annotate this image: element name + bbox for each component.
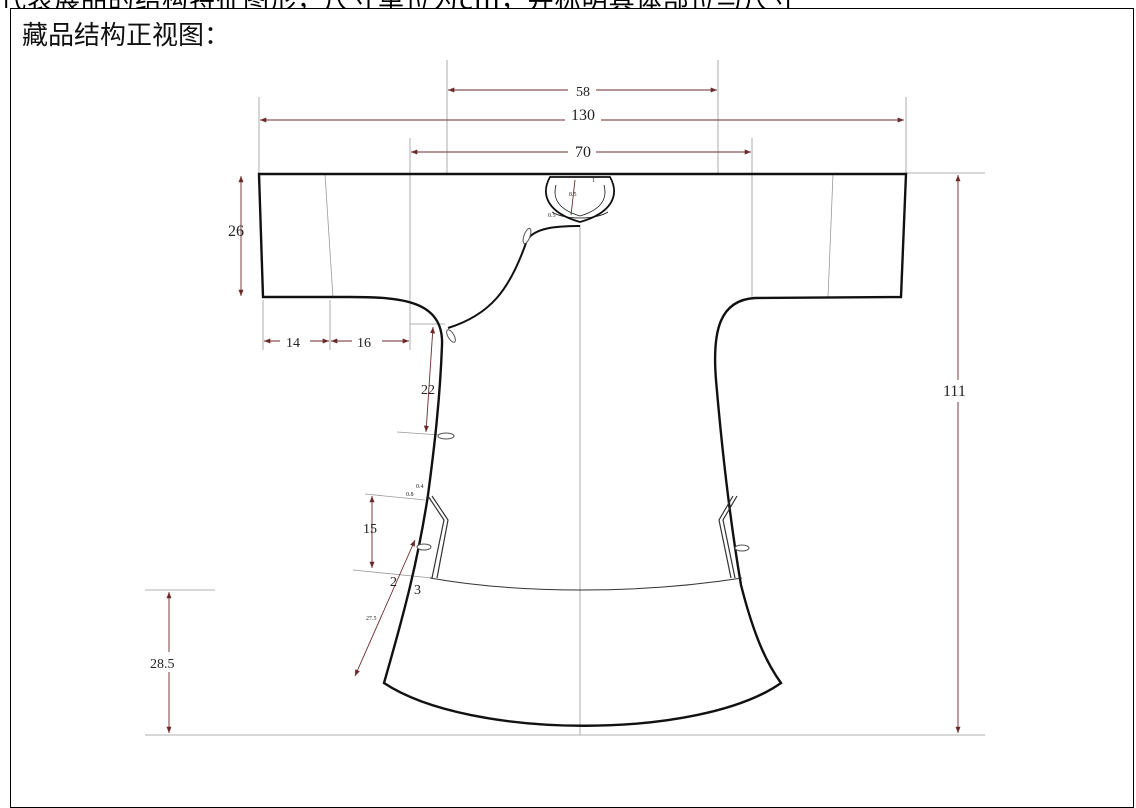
dim-130: 130 bbox=[571, 107, 595, 124]
dim-3: 3 bbox=[414, 583, 421, 598]
page-title: 藏品结构正视图： bbox=[22, 21, 231, 51]
dimension-lines bbox=[166, 87, 961, 733]
dim-0-8: 0.8 bbox=[406, 492, 414, 498]
front-opening bbox=[447, 225, 581, 329]
label-backgrounds bbox=[150, 80, 977, 672]
hem-seam bbox=[429, 577, 743, 591]
dim-1: 1 bbox=[592, 178, 595, 184]
dim-0-4: 0.4 bbox=[416, 484, 424, 490]
dim-28-5: 28.5 bbox=[150, 657, 175, 672]
dim-2: 2 bbox=[390, 575, 397, 590]
garment-outline bbox=[257, 172, 908, 727]
collar bbox=[545, 176, 615, 223]
dim-27-5: 27.5 bbox=[366, 616, 377, 622]
dim-22: 22 bbox=[421, 383, 435, 398]
dim-8-5: 8.5 bbox=[569, 192, 577, 198]
dim-16: 16 bbox=[357, 336, 371, 351]
dim-0-5: 0.5 bbox=[548, 213, 556, 219]
dim-26: 26 bbox=[228, 223, 244, 240]
dim-14: 14 bbox=[286, 336, 300, 351]
dim-15: 15 bbox=[363, 522, 377, 537]
side-slits bbox=[427, 495, 738, 579]
dim-58: 58 bbox=[576, 85, 590, 100]
dim-70: 70 bbox=[575, 144, 591, 161]
clipped-previous-line: 代表展品的结构特征图形，尺寸单位为cm，并标明具体部位与尺寸 bbox=[0, 0, 1136, 8]
extension-lines bbox=[145, 60, 985, 736]
knot-buttons bbox=[416, 227, 750, 552]
dim-111: 111 bbox=[943, 383, 966, 400]
